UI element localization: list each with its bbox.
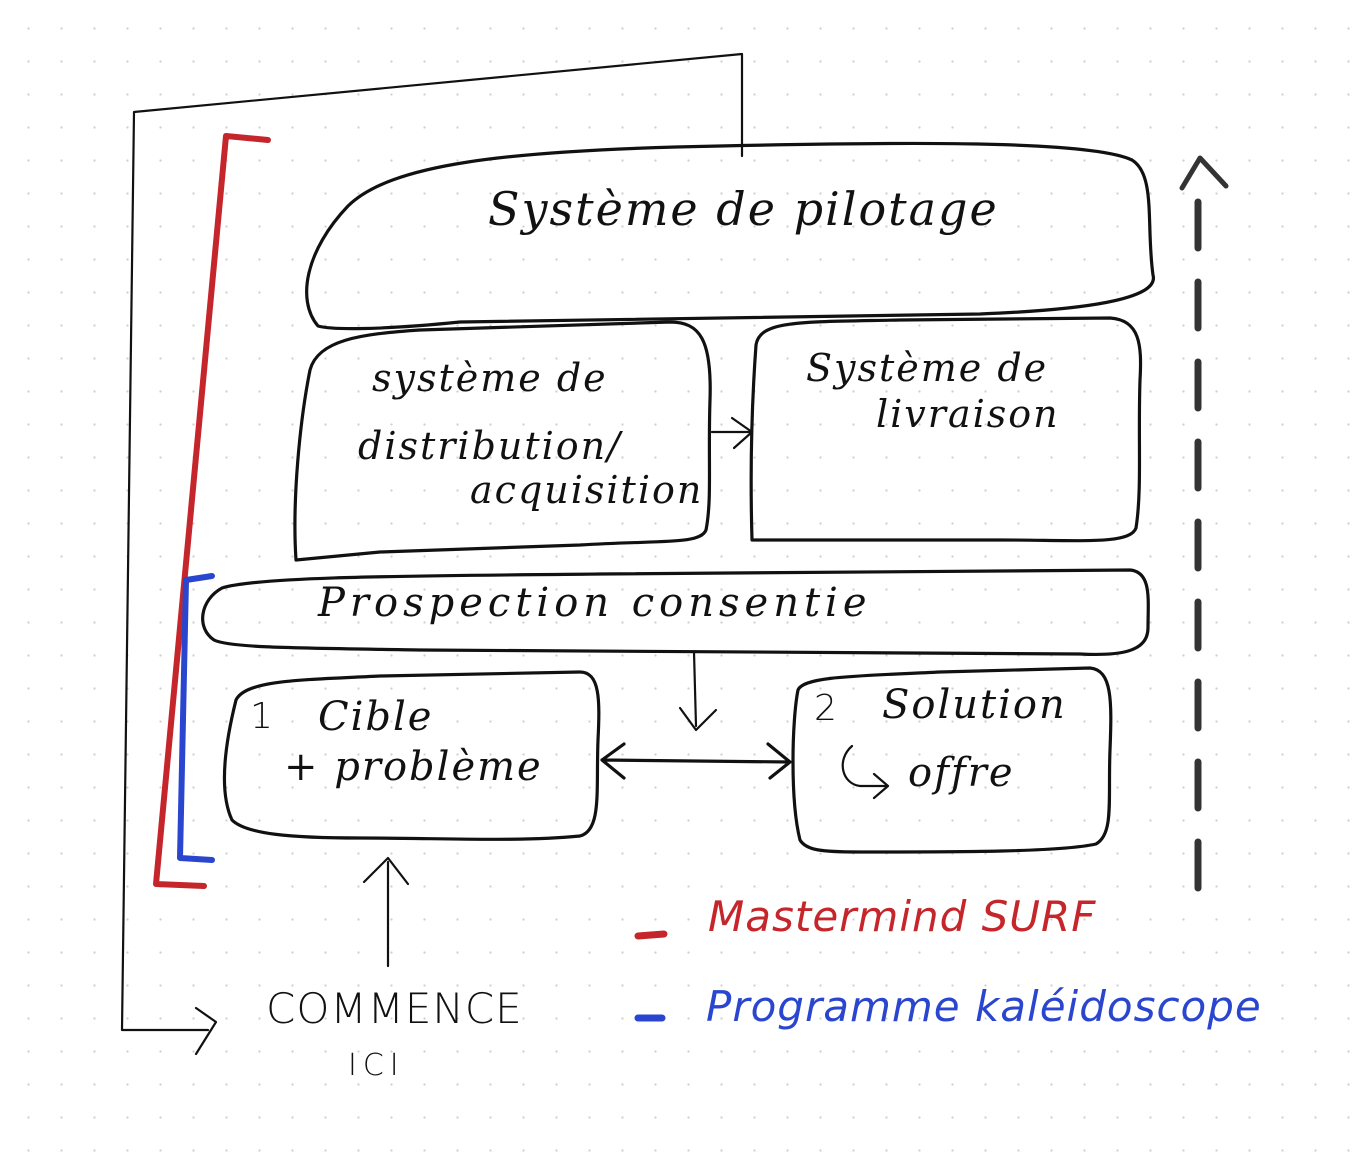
cible-number: 1 [250,696,275,737]
solution-label-line1: Solution [882,682,1067,728]
dashed-arrowhead [1179,155,1229,191]
cible-label-line2: + problème [284,744,543,790]
solution-number: 2 [814,688,839,729]
legend-mastermind-swatch [634,930,668,940]
solution-label-line2: offre [908,750,1015,796]
pilotage-label: Système de pilotage [488,182,999,236]
arrow-start-to-cible [362,856,410,968]
arrow-distribution-to-livraison [710,416,754,450]
loop-arrowhead [194,1006,218,1056]
legend-kaleidoscope-label: Programme kaléidoscope [706,982,1262,1031]
offre-hook-arrow [841,744,890,800]
box-distribution-outline [293,320,712,562]
livraison-label-line1: Système de [806,346,1049,390]
red-bracket [153,133,271,889]
distribution-label-line1: système de [372,356,608,400]
start-label-line2: ICI [348,1048,405,1083]
box-pilotage-outline [305,141,1155,331]
start-label-line1: COMMENCE [266,984,523,1033]
feedback-loop-line [120,52,744,1032]
arrow-cible-solution [600,742,792,780]
box-solution-outline [791,666,1113,854]
box-cible-outline [222,670,601,841]
cible-label-line1: Cible [318,694,434,740]
box-prospection-outline [201,568,1150,657]
blue-bracket [177,573,215,863]
arrow-prospection-down [678,650,718,732]
distribution-label-line3: acquisition [470,468,704,512]
prospection-label: Prospection consentie [318,580,872,626]
livraison-label-line2: livraison [876,392,1060,436]
box-livraison-outline [749,316,1143,543]
distribution-label-line2: distribution/ [358,424,622,468]
legend-mastermind-label: Mastermind SURF [708,892,1097,941]
